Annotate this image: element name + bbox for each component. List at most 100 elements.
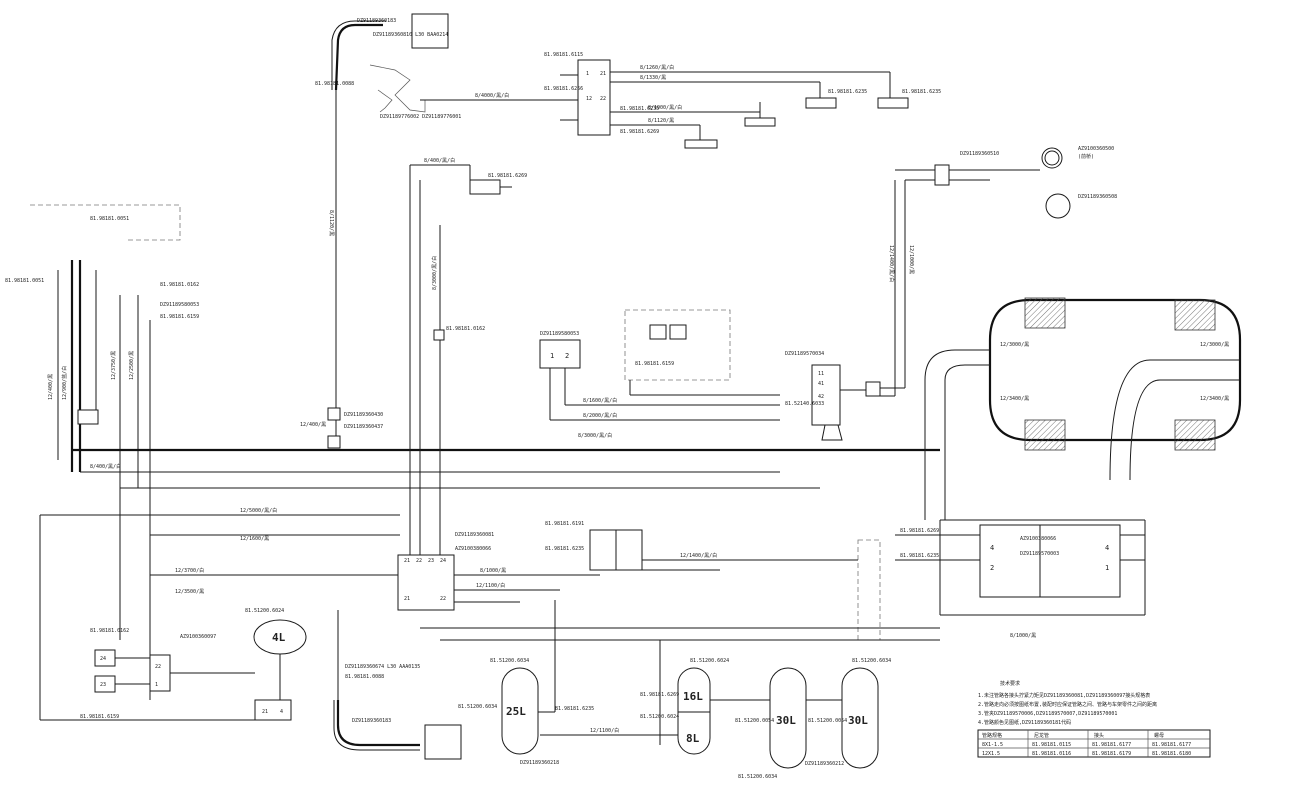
svg-text:81.51200.6034: 81.51200.6034 <box>852 658 891 664</box>
gauge-cluster: DZ91189360510 AZ9100360500 DZ91189360508… <box>895 146 1117 219</box>
svg-text:81.98181.0162: 81.98181.0162 <box>446 326 485 332</box>
svg-text:8/3000/黑/白: 8/3000/黑/白 <box>431 256 438 290</box>
svg-text:81.98181.6159: 81.98181.6159 <box>635 361 674 367</box>
svg-text:81.52140.6033: 81.52140.6033 <box>785 401 824 407</box>
svg-text:DZ91189360510: DZ91189360510 <box>960 151 999 157</box>
svg-text:DZ91189580053: DZ91189580053 <box>160 302 199 308</box>
top-hose-label: DZ91189360183 <box>357 18 396 24</box>
svg-text:8/1330/黑: 8/1330/黑 <box>640 75 666 81</box>
top-hose-assembly: DZ91189360183 DZ91189360810 L30 BAA0214 … <box>315 13 449 420</box>
table-cell: 81.98181.6180 <box>1152 751 1191 757</box>
pressure-switch: 8/400/黑/白 81.98181.6269 <box>410 157 527 195</box>
svg-text:81.98181.6235: 81.98181.6235 <box>545 546 584 552</box>
tank-16l-8l: 16L 8L 81.51200.6024 81.98181.6269 81.51… <box>540 640 729 755</box>
main-horizontal-pipes: 8/3000/黑/白 8/400/黑/白 12/5000/黑/白 12/1600… <box>39 432 940 720</box>
tank-4l: 4L 81.51200.6024 21 4 <box>245 608 307 721</box>
svg-text:12/2500/黑: 12/2500/黑 <box>129 351 135 380</box>
brake-valve-top: 1 21 12 22 81.98181.6115 81.98181.6266 8… <box>544 52 941 149</box>
notes-block: 技术要求 1.未注管路各接头拧紧力矩见DZ91189360081,DZ91189… <box>978 680 1157 726</box>
relay-valve: DZ91189360430 DZ91189360437 12/400/黑 <box>300 407 383 449</box>
svg-text:2: 2 <box>565 352 569 360</box>
svg-text:81.51200.0054: 81.51200.0054 <box>808 718 847 724</box>
svg-text:4.管路颜色见图纸,DZ91189360181代码: 4.管路颜色见图纸,DZ91189360181代码 <box>978 719 1071 726</box>
svg-text:22: 22 <box>416 558 422 564</box>
svg-text:8L: 8L <box>686 732 700 745</box>
svg-text:12/400/黑: 12/400/黑 <box>300 422 326 428</box>
svg-text:12/900/蓝/白: 12/900/蓝/白 <box>61 366 68 400</box>
svg-text:30L: 30L <box>776 714 796 727</box>
table-header-0: 管路规格 <box>982 732 1002 739</box>
center-vertical-pipes: 8/3000/黑/白 81.98181.0162 <box>409 165 485 570</box>
svg-text:81.98181.6159: 81.98181.6159 <box>80 714 119 720</box>
notes-title: 技术要求 <box>1000 680 1020 687</box>
svg-text:12: 12 <box>586 96 592 102</box>
svg-text:DZ91189360674 L30 AAA0135: DZ91189360674 L30 AAA0135 <box>345 664 420 670</box>
svg-text:81.98181.6235: 81.98181.6235 <box>620 106 659 112</box>
svg-text:DZ91189360183: DZ91189360183 <box>352 718 391 724</box>
svg-text:81.98181.0051: 81.98181.0051 <box>90 216 129 222</box>
svg-text:DZ91189360218: DZ91189360218 <box>520 760 559 766</box>
top-fitting-box <box>411 13 449 49</box>
svg-text:81.51200.6034: 81.51200.6034 <box>458 704 497 710</box>
quick-release-valve: 11 41 42 DZ91189570034 81.52140.6033 12/… <box>785 180 914 441</box>
table-cell: 81.98181.0116 <box>1032 751 1071 757</box>
svg-text:81.98181.0162: 81.98181.0162 <box>90 628 129 634</box>
svg-text:11: 11 <box>818 371 824 377</box>
svg-text:2.管路走向必须按图纸布置,装配时应保证管路之间、管路与车架: 2.管路走向必须按图纸布置,装配时应保证管路之间、管路与车架零件之间的距离 <box>978 701 1157 708</box>
svg-text:21: 21 <box>600 71 606 77</box>
svg-text:24: 24 <box>100 656 106 662</box>
svg-text:12/3700/白: 12/3700/白 <box>175 567 204 574</box>
bracket-label: DZ91189776002 DZ91189776001 <box>380 114 461 120</box>
svg-text:21: 21 <box>404 558 410 564</box>
svg-text:81.98181.6269: 81.98181.6269 <box>620 129 659 135</box>
svg-text:12/1100/白: 12/1100/白 <box>590 727 619 734</box>
svg-text:8/400/黑/白: 8/400/黑/白 <box>90 463 121 470</box>
table-cell: 81.98181.0115 <box>1032 742 1071 748</box>
svg-text:81.51200.6034: 81.51200.6034 <box>738 774 777 780</box>
right-axle-loops: 12/3000/黑 12/3400/黑 12/3000/黑 12/3400/黑 <box>924 297 1242 520</box>
svg-text:8/1000/黑: 8/1000/黑 <box>480 568 506 574</box>
svg-text:8/1260/黑/白: 8/1260/黑/白 <box>640 64 674 71</box>
svg-text:81.98181.6235: 81.98181.6235 <box>828 89 867 95</box>
svg-text:12/5000/黑/白: 12/5000/黑/白 <box>240 507 277 514</box>
table-cell: 8X1-1.5 <box>982 742 1003 748</box>
svg-text:81.51200.6024: 81.51200.6024 <box>690 658 729 664</box>
svg-text:(前桥): (前桥) <box>1078 153 1094 160</box>
table-header-2: 接头 <box>1094 732 1104 739</box>
svg-text:21: 21 <box>404 596 410 602</box>
spec-table: 管路规格 尼龙管 接头 螺母 8X1-1.5 81.98181.0115 81.… <box>977 729 1211 758</box>
svg-text:81.98181.6115: 81.98181.6115 <box>544 52 583 58</box>
svg-text:DZ91189360430: DZ91189360430 <box>344 412 383 418</box>
svg-text:DZ91189360212: DZ91189360212 <box>805 761 844 767</box>
svg-text:81.98181.6235: 81.98181.6235 <box>902 89 941 95</box>
svg-text:42: 42 <box>818 394 824 400</box>
svg-text:DZ91189570034: DZ91189570034 <box>785 351 824 357</box>
svg-text:12/1400/黑/白: 12/1400/黑/白 <box>888 245 895 282</box>
svg-text:1.未注管路各接头拧紧力矩见DZ91189360081,DZ: 1.未注管路各接头拧紧力矩见DZ91189360081,DZ9118936009… <box>978 692 1150 699</box>
svg-text:1: 1 <box>1105 564 1109 572</box>
svg-text:12/400/黑: 12/400/黑 <box>48 374 54 400</box>
tank-30l-a: 30L 81.51200.0054 81.51200.6034 <box>735 667 807 780</box>
table-cell: 81.98181.6179 <box>1092 751 1131 757</box>
svg-text:81.98181.0051: 81.98181.0051 <box>5 278 44 284</box>
svg-text:22: 22 <box>440 596 446 602</box>
top-bracket: DZ91189776002 DZ91189776001 8/4000/黑/白 <box>369 64 560 120</box>
cab-outline: 81.98181.0051 <box>30 204 181 241</box>
top-hose-label-2: DZ91189360810 L30 BAA0214 <box>373 32 448 38</box>
tank-25l: 25L 81.51200.6034 DZ91189360218 81.51200… <box>458 600 594 766</box>
svg-text:4: 4 <box>1105 544 1109 552</box>
svg-text:AZ9100360500: AZ9100360500 <box>1078 146 1114 152</box>
svg-text:16L: 16L <box>683 690 703 703</box>
rear-valve-block: 4 2 4 1 AZ9100380066 DZ91189570003 81.98… <box>857 519 1146 641</box>
top-hose-sub: 81.98181.0088 <box>315 81 354 87</box>
svg-text:81.98181.0088: 81.98181.0088 <box>345 674 384 680</box>
pipe-label-top-1: 8/4000/黑/白 <box>475 92 509 99</box>
svg-text:12/1100/白: 12/1100/白 <box>476 582 505 589</box>
svg-text:3.管夹DZ91189570006,DZ9118957000: 3.管夹DZ91189570006,DZ91189570007,DZ911895… <box>978 710 1117 717</box>
trailer-control-valve: 81.98181.6191 81.98181.6235 12/1400/黑/白 … <box>420 521 1036 641</box>
svg-text:22: 22 <box>155 664 161 670</box>
pipe-label-vert-1: 8/1120/黑 <box>328 210 334 236</box>
svg-text:21: 21 <box>262 709 268 715</box>
svg-text:81.98181.6159: 81.98181.6159 <box>160 314 199 320</box>
